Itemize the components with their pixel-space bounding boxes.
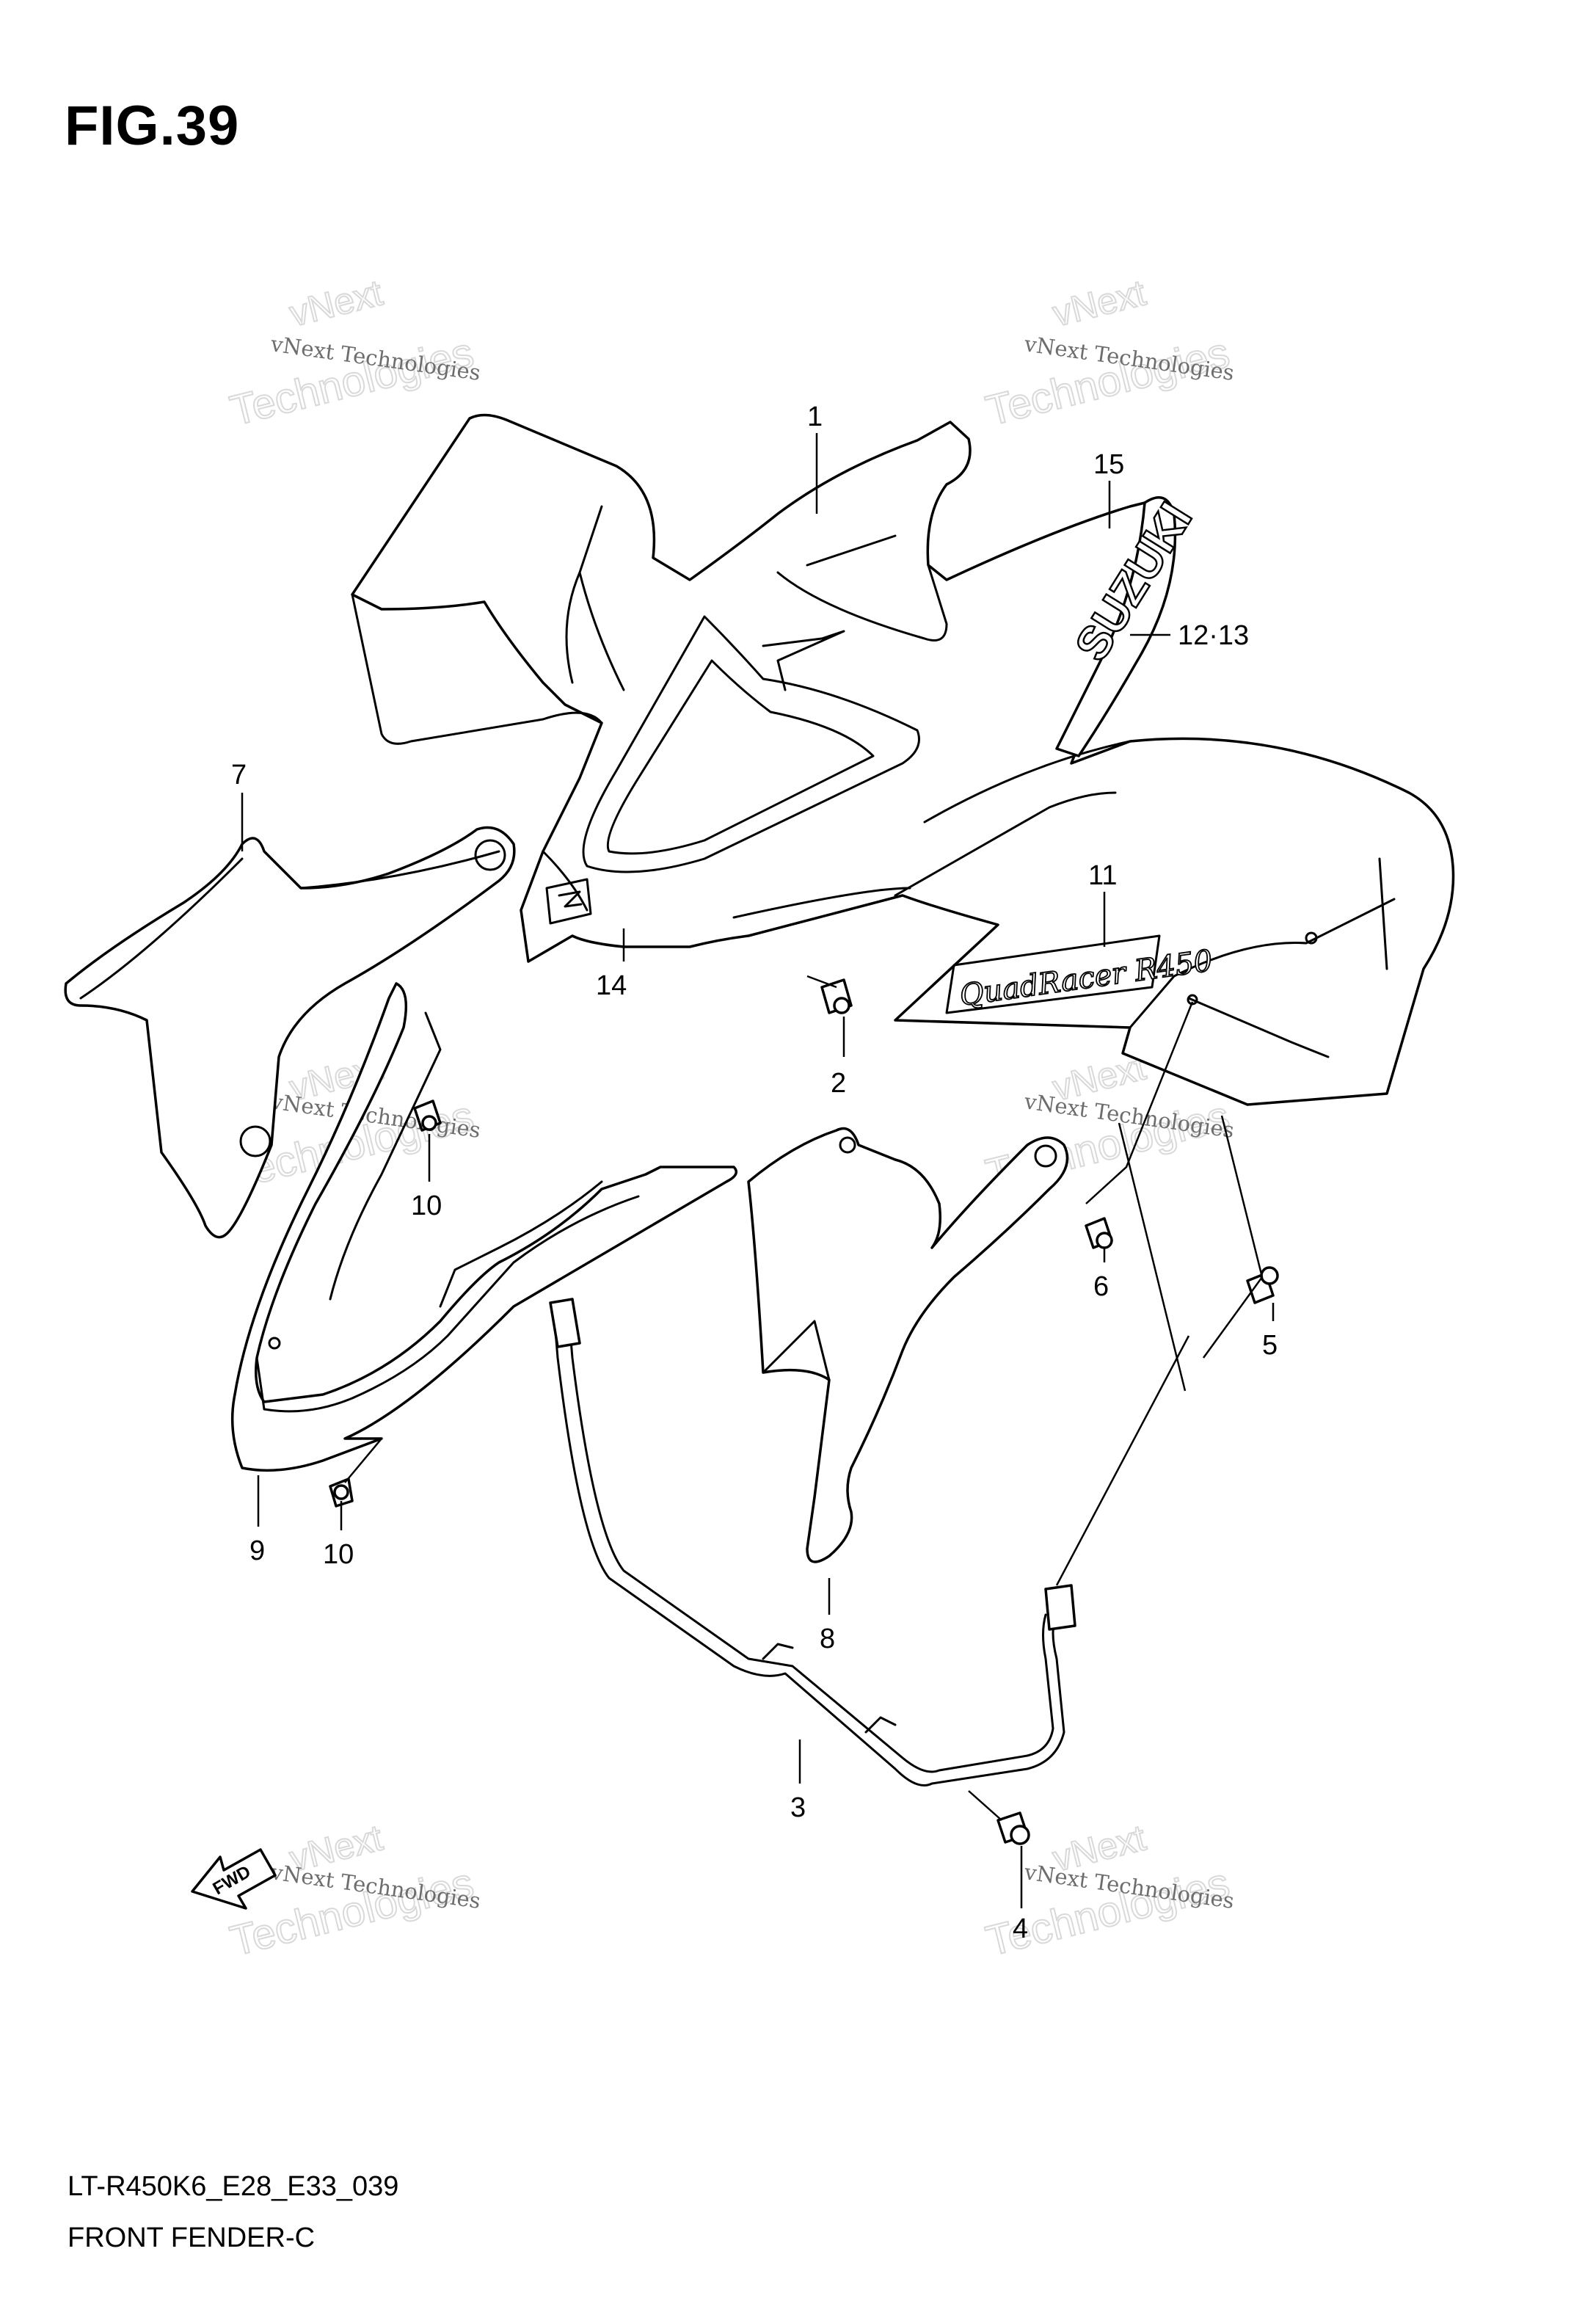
callout-7: 7	[231, 760, 247, 790]
callout-4: 4	[1013, 1913, 1028, 1944]
callout-14: 14	[596, 970, 627, 1001]
callout-11: 11	[1088, 860, 1117, 891]
part-name: FRONT FENDER-C	[68, 2222, 316, 2253]
figure-title: FIG.39	[65, 95, 240, 157]
callout-9: 9	[249, 1535, 265, 1566]
fastener-clip-2	[820, 978, 853, 1014]
watermark-top-left: vNext Technologies vNext Technologies	[225, 271, 482, 435]
fastener-clip-6	[1085, 1217, 1113, 1249]
callout-6: 6	[1093, 1271, 1109, 1302]
callout-3: 3	[790, 1792, 806, 1823]
watermark-bottom-left: vNext Technologies vNext Technologies	[225, 1816, 482, 1966]
watermark-text: vNext	[1049, 272, 1150, 334]
forward-arrow-icon: FWD	[191, 1848, 277, 1910]
callout-10-lower: 10	[323, 1539, 354, 1570]
callout-15: 15	[1093, 449, 1124, 480]
part-bracket-stay	[549, 1298, 1076, 1786]
callout-2: 2	[831, 1068, 846, 1099]
fastener-bolt-5	[1246, 1266, 1279, 1304]
model-code: LT-R450K6_E28_E33_039	[68, 2171, 399, 2202]
callout-5: 5	[1262, 1330, 1278, 1361]
part-lower-front-cover	[230, 982, 738, 1472]
fastener-clip-10-upper	[413, 1099, 442, 1132]
part-front-fender	[351, 413, 1455, 1106]
callout-1: 1	[807, 401, 823, 432]
leader-lines	[241, 433, 1275, 1908]
fastener-bolt-4	[996, 1811, 1030, 1845]
callout-labels: 1 15 12·13 7 11 14 2 10 6 5 9 10 8 3 4	[231, 401, 1278, 1944]
watermark-text: vNext	[285, 272, 387, 334]
watermark-top-right: vNext Technologies vNext Technologies	[980, 271, 1236, 435]
part-inner-mudguard	[747, 1127, 1069, 1563]
callout-8: 8	[820, 1624, 835, 1654]
callout-10-upper: 10	[411, 1190, 442, 1221]
fastener-bolt-10-lower	[329, 1477, 354, 1508]
callout-12-13: 12·13	[1178, 620, 1249, 651]
